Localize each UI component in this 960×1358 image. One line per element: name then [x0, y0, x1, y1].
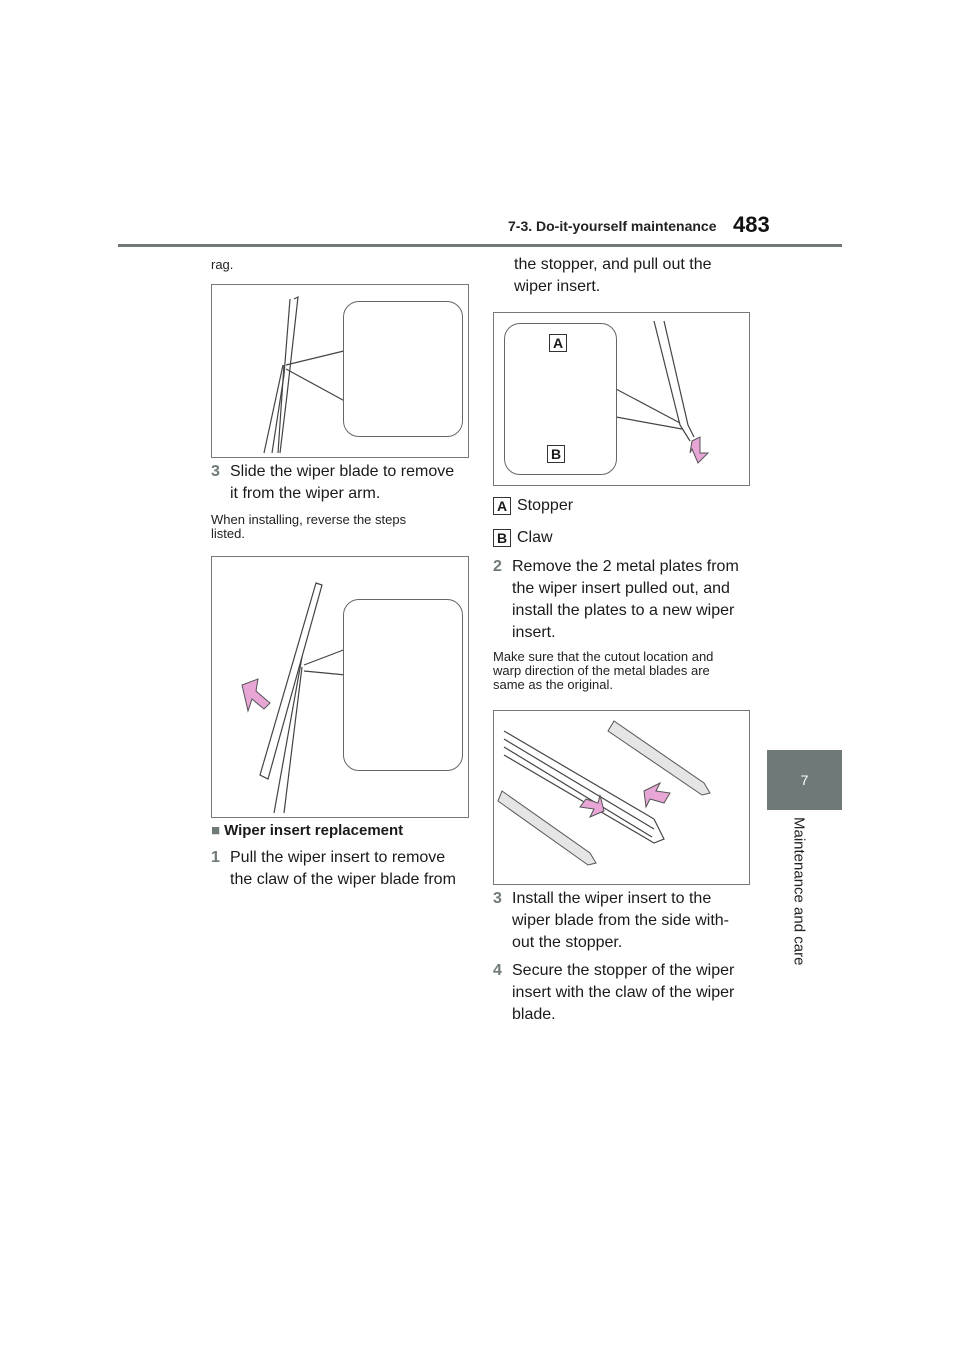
figure-wiper-lift: [211, 284, 469, 458]
step-number: 4: [493, 962, 502, 979]
step-4-line-1: Secure the stopper of the wiper: [512, 962, 735, 979]
step-3-line-1: Install the wiper insert to the: [512, 890, 712, 907]
cont-line-1: the stopper, and pull out the: [514, 256, 712, 273]
figure-metal-plates: [493, 710, 750, 885]
step-3-line-3: out the stopper.: [512, 934, 623, 951]
chapter-title: Maintenance and care: [790, 817, 808, 966]
figure-insert-stopper-claw: A B: [493, 312, 750, 486]
step-3-line-2: wiper blade from the side with-: [512, 912, 729, 929]
legend: A Stopper B Claw: [493, 496, 573, 548]
square-bullet-icon: ■: [211, 822, 221, 839]
step-2-line-1: Remove the 2 metal plates from: [512, 558, 739, 575]
step-1-line-2: the claw of the wiper blade from: [230, 871, 456, 888]
continued-paragraph: the stopper, and pull out the wiper inse…: [514, 254, 764, 298]
chapter-number: 7: [800, 772, 809, 788]
figure-2-detail-inset: [343, 599, 463, 771]
callout-b: B: [547, 445, 565, 463]
figure-wiper-slide: [211, 556, 469, 818]
page-number: 483: [733, 212, 770, 237]
step-2-line-3: install the plates to a new wiper: [512, 602, 735, 619]
note-line-1: When installing, reverse the steps: [211, 512, 407, 527]
legend-key: B: [493, 529, 511, 547]
section-title: 7-3. Do-it-yourself maintenance: [508, 218, 717, 234]
step-3-slide-blade: 3 Slide the wiper blade to remove it fro…: [211, 461, 471, 505]
note-line-2: listed.: [211, 526, 245, 541]
step-3-line-2: it from the wiper arm.: [230, 485, 381, 502]
note-line-1: Make sure that the cutout location and: [493, 649, 714, 664]
legend-label: Claw: [517, 529, 553, 546]
note-line-2: warp direction of the metal blades are: [493, 663, 710, 678]
cont-line-2: wiper insert.: [514, 278, 601, 295]
step-2-line-4: insert.: [512, 624, 556, 641]
section-heading-wiper-insert: ■Wiper insert replacement: [211, 822, 403, 839]
step-number: 3: [211, 463, 220, 480]
step-1-pull-insert: 1 Pull the wiper insert to remove the cl…: [211, 847, 471, 891]
step-3-install-insert: 3 Install the wiper insert to the wiper …: [493, 888, 763, 954]
step-number: 3: [493, 890, 502, 907]
step-1-line-1: Pull the wiper insert to remove: [230, 849, 446, 866]
step-number: 1: [211, 849, 220, 866]
step-2-line-2: the wiper insert pulled out, and: [512, 580, 730, 597]
step-4-line-2: insert with the claw of the wiper: [512, 984, 735, 1001]
chapter-tab[interactable]: 7: [767, 750, 842, 810]
step-4-secure-stopper: 4 Secure the stopper of the wiper insert…: [493, 960, 763, 1026]
legend-item-claw: B Claw: [493, 528, 573, 548]
cutout-note: Make sure that the cutout location and w…: [493, 650, 758, 692]
step-2-remove-plates: 2 Remove the 2 metal plates from the wip…: [493, 556, 763, 644]
note-line-3: same as the original.: [493, 677, 613, 692]
install-note: When installing, reverse the steps liste…: [211, 513, 471, 541]
figure-1-detail-inset: [343, 301, 463, 437]
legend-item-stopper: A Stopper: [493, 496, 573, 516]
step-number: 2: [493, 558, 502, 575]
step-3-line-1: Slide the wiper blade to remove: [230, 463, 455, 480]
metal-plates-illustration: [497, 720, 711, 866]
callout-a: A: [549, 334, 567, 352]
header-divider: [118, 244, 842, 247]
continued-text: rag.: [211, 257, 234, 272]
heading-text: Wiper insert replacement: [224, 822, 404, 839]
chapter-side-label: Maintenance and care: [790, 817, 808, 977]
legend-label: Stopper: [517, 497, 574, 514]
step-4-line-3: blade.: [512, 1006, 556, 1023]
legend-key: A: [493, 497, 511, 515]
